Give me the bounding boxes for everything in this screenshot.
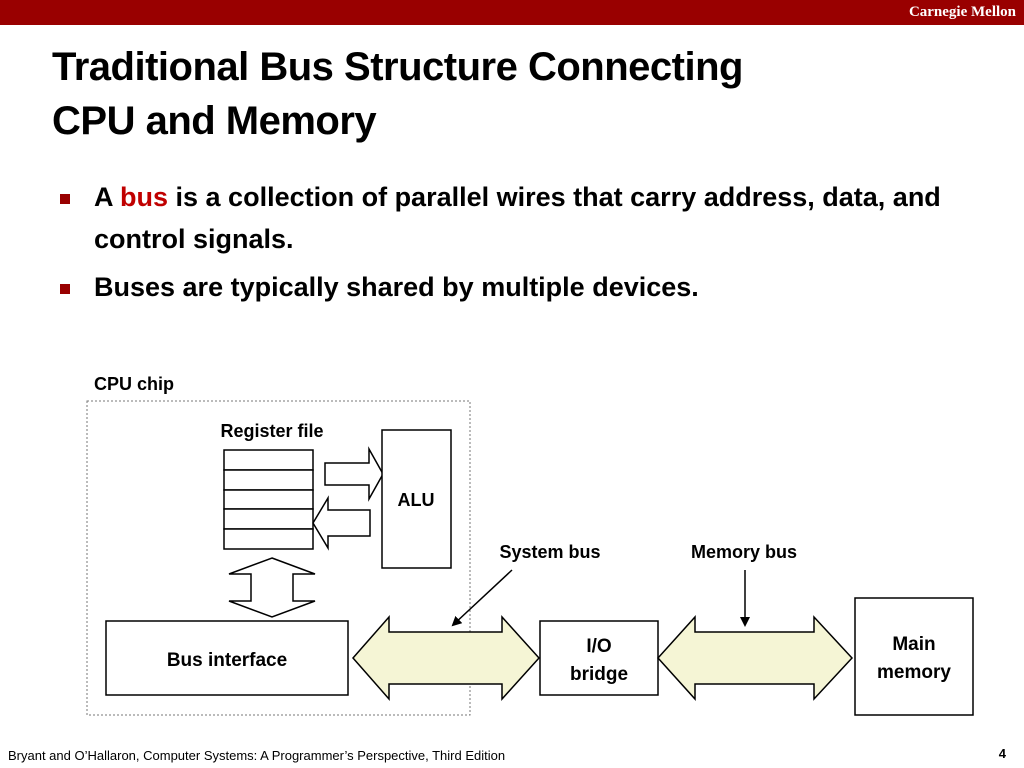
system-bus-arrow	[352, 615, 541, 701]
system-bus-pointer-icon	[451, 569, 513, 627]
register-file-label: Register file	[220, 421, 323, 441]
main-memory-label-line2: memory	[877, 662, 951, 683]
alu-to-reg-arrow-icon	[312, 495, 371, 551]
memory-bus-label: Memory bus	[691, 542, 797, 562]
page-number: 4	[998, 746, 1006, 761]
footer-citation: Bryant and O’Hallaron, Computer Systems:…	[8, 748, 506, 763]
bullet-item: Buses are typically shared by multiple d…	[58, 266, 958, 308]
bullet-marker-icon	[60, 194, 70, 204]
alu-label: ALU	[398, 490, 435, 510]
title-line-2: CPU and Memory	[52, 99, 377, 143]
bullet-text-pre: A	[94, 182, 120, 212]
io-bridge-label-line2: bridge	[570, 664, 628, 685]
io-bridge-label-line1: I/O	[586, 636, 611, 657]
bullet-marker-icon	[60, 284, 70, 294]
main-memory-box	[854, 597, 974, 716]
alu-box	[381, 429, 452, 569]
internal-bus-arrow-icon	[228, 557, 316, 618]
bullet-item: A bus is a collection of parallel wires …	[58, 176, 958, 260]
memory-bus-arrow	[656, 615, 854, 701]
cpu-chip-boundary	[86, 400, 471, 716]
bus-interface-label: Bus interface	[167, 650, 287, 671]
io-bridge-box	[539, 620, 659, 696]
brand-label: Carnegie Mellon	[908, 4, 1016, 20]
bullet-highlight: bus	[120, 182, 169, 212]
bullet-text-post: is a collection of parallel wires that c…	[94, 182, 941, 254]
bus-interface-box	[105, 620, 349, 696]
bullet-text: Buses are typically shared by multiple d…	[94, 272, 699, 302]
title-line-1: Traditional Bus Structure Connecting	[52, 45, 743, 89]
bullet-list: A bus is a collection of parallel wires …	[58, 176, 958, 308]
cpu-chip-label: CPU chip	[94, 374, 174, 394]
register-file	[223, 449, 314, 550]
main-memory-label-line1: Main	[892, 634, 935, 655]
top-banner: Carnegie Mellon	[0, 0, 1024, 25]
slide-title: Traditional Bus Structure Connecting CPU…	[52, 40, 952, 148]
reg-to-alu-arrow-icon	[324, 446, 384, 502]
system-bus-label: System bus	[499, 542, 600, 562]
